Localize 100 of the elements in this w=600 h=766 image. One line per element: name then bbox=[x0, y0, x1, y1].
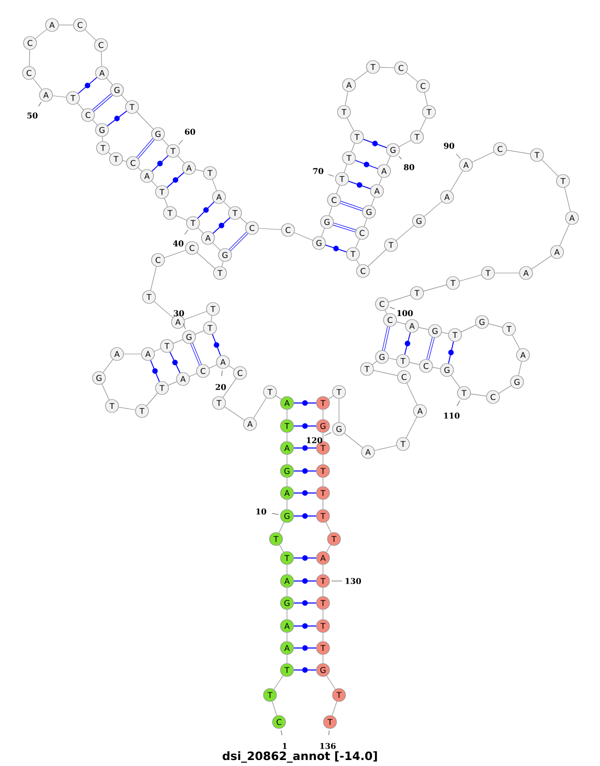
backbone-line bbox=[328, 206, 332, 216]
backbone-line bbox=[100, 51, 102, 66]
backbone-line bbox=[122, 160, 127, 162]
backbone-line bbox=[420, 118, 426, 132]
backbone-line bbox=[173, 339, 184, 344]
backbone-line bbox=[384, 310, 388, 314]
backbone-line bbox=[240, 217, 248, 224]
backbone-line bbox=[406, 382, 418, 406]
position-number: 50 bbox=[27, 102, 42, 119]
backbone-line bbox=[196, 252, 216, 269]
backbone-line bbox=[559, 224, 570, 246]
backbone-line bbox=[386, 156, 391, 166]
backbone-line bbox=[274, 675, 284, 690]
backbone-line bbox=[322, 478, 324, 486]
backbone-line bbox=[151, 180, 158, 188]
backbone-line bbox=[506, 150, 531, 154]
backbone-line bbox=[531, 256, 552, 270]
backbone-line bbox=[184, 311, 207, 320]
position-number: 80 bbox=[398, 156, 414, 170]
base-pair-line bbox=[404, 332, 411, 355]
backbone-line bbox=[168, 381, 178, 386]
position-number: 130 bbox=[331, 578, 361, 584]
backbone-line bbox=[286, 610, 288, 620]
backbone-line bbox=[177, 156, 185, 164]
backbone-line bbox=[286, 410, 288, 420]
backbone-line bbox=[138, 167, 142, 172]
backbone-line bbox=[162, 138, 169, 146]
backbone-line bbox=[278, 522, 284, 534]
base-pair-line bbox=[293, 555, 317, 561]
backbone-line bbox=[294, 232, 314, 241]
backbone-line bbox=[356, 260, 360, 266]
backbone-line bbox=[326, 544, 331, 552]
backbone-line bbox=[424, 92, 428, 106]
backbone-line bbox=[118, 406, 136, 410]
backbone-line bbox=[84, 29, 96, 41]
base-pair-line bbox=[362, 138, 388, 148]
backbone-line bbox=[326, 675, 336, 690]
backbone-line bbox=[418, 327, 429, 330]
base-pair-line bbox=[382, 326, 390, 351]
backbone-line bbox=[326, 522, 332, 534]
backbone-line bbox=[121, 94, 128, 102]
backbone-line bbox=[423, 284, 447, 292]
backbone-line bbox=[380, 66, 394, 68]
backbone-line bbox=[564, 187, 571, 212]
backbone-line bbox=[58, 24, 74, 26]
backbone-line bbox=[164, 250, 186, 258]
base-pair-line bbox=[293, 623, 317, 629]
backbone-line bbox=[286, 500, 288, 510]
backbone-line bbox=[322, 454, 324, 464]
backbone-line bbox=[222, 261, 224, 267]
backbone-line bbox=[322, 610, 324, 620]
backbone-line bbox=[432, 366, 441, 370]
backbone-line bbox=[322, 410, 324, 420]
backbone-line bbox=[346, 118, 354, 132]
base-pair-line bbox=[228, 232, 248, 252]
base-pair-line bbox=[293, 667, 317, 673]
backbone-line bbox=[406, 72, 418, 82]
backbone-line bbox=[371, 197, 375, 206]
backbone-line bbox=[286, 454, 288, 464]
base-pair-line bbox=[293, 600, 317, 606]
position-number: 10 bbox=[256, 508, 279, 515]
backbone-line bbox=[212, 179, 217, 191]
base-pair-line bbox=[325, 244, 347, 252]
backbone-line bbox=[189, 373, 197, 377]
base-pair-line bbox=[92, 93, 113, 112]
backbone-line bbox=[450, 375, 460, 388]
backbone-line bbox=[198, 228, 204, 234]
base-pair-line bbox=[293, 645, 317, 651]
backbone-line bbox=[494, 272, 520, 274]
backbone-line bbox=[154, 301, 174, 318]
backbone-line bbox=[338, 398, 340, 422]
backbone-line bbox=[351, 143, 355, 152]
position-number: 120 bbox=[306, 432, 332, 444]
base-pair-line bbox=[151, 155, 169, 172]
backbone-line bbox=[108, 152, 112, 155]
base-pair-line bbox=[78, 76, 98, 94]
backbone-line bbox=[372, 360, 377, 366]
backbone-line bbox=[102, 359, 114, 373]
position-number: 60 bbox=[178, 128, 196, 145]
backbone-line bbox=[344, 164, 348, 173]
backbone-line bbox=[512, 334, 520, 350]
backbone-line bbox=[322, 432, 324, 442]
title: dsi_20862_annot [-14.0] bbox=[222, 751, 377, 763]
backbone-line bbox=[344, 91, 348, 106]
backbone-line bbox=[459, 274, 482, 282]
backbone-line bbox=[472, 152, 494, 162]
backbone-line bbox=[208, 364, 218, 368]
backbone-line bbox=[164, 198, 168, 207]
backbone-line bbox=[146, 392, 158, 406]
backbone-line bbox=[210, 315, 212, 322]
base-pair-line bbox=[293, 400, 317, 406]
backbone-line bbox=[92, 120, 98, 126]
backbone-line bbox=[450, 170, 463, 192]
base-pair-line bbox=[293, 445, 317, 451]
backbone-line bbox=[136, 112, 154, 130]
backbone-line bbox=[368, 249, 386, 267]
backbone-line bbox=[460, 324, 476, 332]
backbone-line bbox=[409, 362, 420, 365]
backbone-line bbox=[424, 201, 442, 217]
backbone-line bbox=[322, 654, 324, 664]
